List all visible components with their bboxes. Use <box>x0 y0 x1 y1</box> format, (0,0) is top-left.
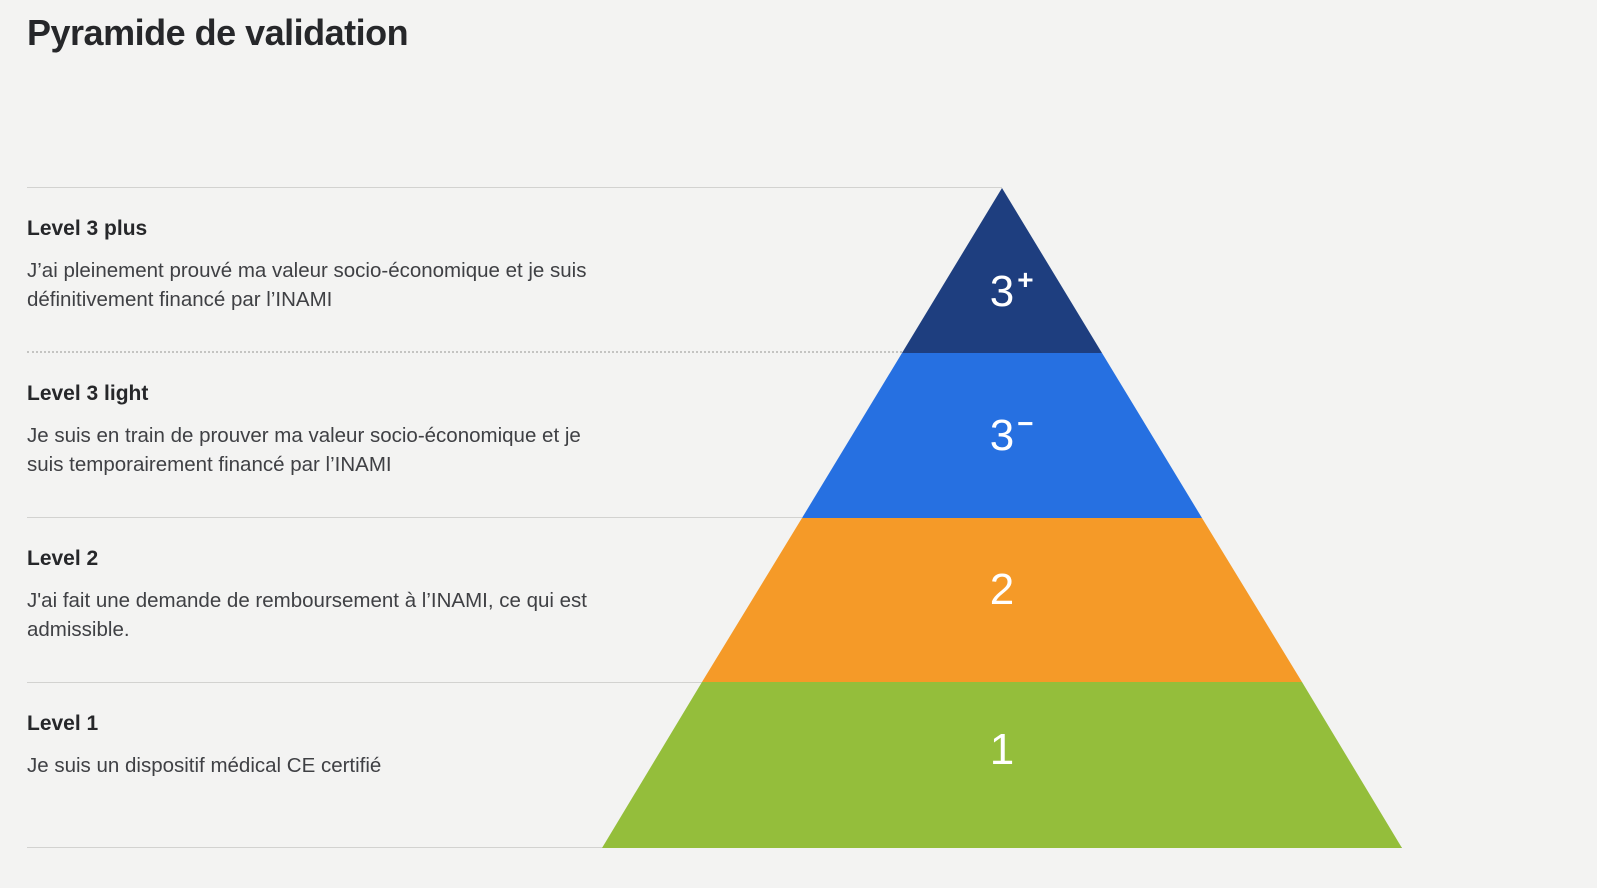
label-digit: 3 <box>989 267 1015 316</box>
level-description: Je suis un dispositif médical CE certifi… <box>27 754 382 777</box>
divider-level2-level1 <box>27 682 702 683</box>
level-name: Level 3 light <box>27 382 149 405</box>
level-name: Level 2 <box>27 547 99 570</box>
level-row-1: Level 1 Je suis un dispositif médical CE… <box>27 682 817 847</box>
pyramid-label-level1: 1 <box>602 720 1402 780</box>
pyramid-segment-level3light <box>802 353 1202 518</box>
pyramid-segment-level2 <box>702 518 1302 682</box>
divider-level3plus-level3light <box>27 351 902 353</box>
pyramid-label-level2: 2 <box>602 560 1402 620</box>
level-row-2: Level 2 J'ai fait une demande de rembour… <box>27 517 817 682</box>
level-description: Je suis en train de prouver ma valeur so… <box>27 424 581 476</box>
level-row-3plus: Level 3 plus J’ai pleinement prouvé ma v… <box>27 187 817 352</box>
label-superscript: − <box>1017 408 1034 439</box>
page-title: Pyramide de validation <box>27 12 409 53</box>
level-description: J’ai pleinement prouvé ma valeur socio-é… <box>27 259 587 311</box>
divider-top <box>27 187 1002 188</box>
pyramid-label-level3light: 3− <box>602 406 1402 466</box>
label-digit: 2 <box>989 565 1015 614</box>
label-superscript: + <box>1017 264 1034 295</box>
level-row-3light: Level 3 light Je suis en train de prouve… <box>27 352 817 517</box>
pyramid-svg <box>602 188 1402 848</box>
level-name: Level 3 plus <box>27 217 148 240</box>
pyramid-segment-level1 <box>602 682 1402 848</box>
label-digit: 1 <box>989 725 1015 774</box>
level-description: J'ai fait une demande de remboursement à… <box>27 589 587 641</box>
level-name: Level 1 <box>27 712 99 735</box>
divider-level3light-level2 <box>27 517 802 518</box>
pyramid-label-level3plus: 3+ <box>602 262 1402 322</box>
pyramid-chart: 3+ 3− 2 1 <box>602 188 1402 848</box>
pyramid-segment-level3plus <box>902 188 1102 353</box>
label-digit: 3 <box>989 411 1015 460</box>
